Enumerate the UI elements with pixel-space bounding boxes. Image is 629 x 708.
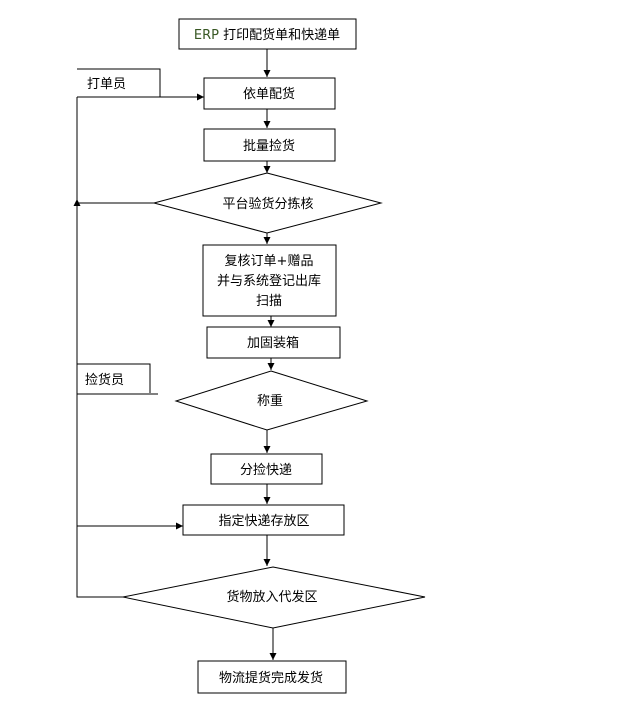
node-logistics-pickup: 物流提货完成发货 <box>197 660 347 694</box>
feedback-trunk <box>76 97 123 598</box>
node-pick-by-order-box <box>203 77 336 110</box>
node-pick-by-order-label: 依单配货 <box>243 86 295 102</box>
role-order-printer-label: 打单员 <box>87 77 126 92</box>
node-reinforce-pack-label: 加固装箱 <box>247 335 299 351</box>
node-erp-print: ERP 打印配货单和快递单 <box>178 18 357 50</box>
node-sort-express-box <box>210 453 323 485</box>
node-weigh-label: 称重 <box>257 393 283 409</box>
node-recheck-line3: 扫描 <box>256 294 282 309</box>
node-recheck-line1: 复核订单+赠品 <box>225 254 314 269</box>
node-designate-area-box <box>182 504 345 536</box>
node-pick-by-order: 依单配货 <box>203 77 336 110</box>
node-designate-area: 指定快递存放区 <box>182 504 345 536</box>
node-sort-express: 分捡快递 <box>210 453 323 485</box>
node-goods-to-dispatch: 货物放入代发区 <box>122 566 426 629</box>
node-platform-inspect-diamond <box>152 172 383 234</box>
node-reinforce-pack: 加固装箱 <box>206 326 341 359</box>
node-goods-to-dispatch-label: 货物放入代发区 <box>226 589 317 605</box>
node-recheck: 复核订单+赠品 并与系统登记出库 扫描 <box>202 244 337 317</box>
role-picker: 捡货员 <box>77 363 158 395</box>
node-platform-inspect-label: 平台验货分拣核 <box>222 196 313 212</box>
node-sort-express-label: 分捡快递 <box>240 462 292 478</box>
node-logistics-pickup-box <box>197 660 347 694</box>
node-weigh: 称重 <box>174 370 369 431</box>
node-designate-area-label: 指定快递存放区 <box>218 514 309 529</box>
node-erp-print-label: ERP 打印配货单和快递单 <box>194 27 340 43</box>
flow-arrows <box>263 49 277 660</box>
role-order-printer-frame <box>77 68 161 97</box>
node-logistics-pickup-label: 物流提货完成发货 <box>219 670 323 686</box>
node-goods-to-dispatch-diamond <box>122 566 426 629</box>
node-batch-pick-label: 批量捡货 <box>243 138 295 154</box>
node-batch-pick: 批量捡货 <box>203 128 336 162</box>
role-picker-label: 捡货员 <box>85 372 124 388</box>
node-recheck-line2: 并与系统登记出库 <box>217 273 321 289</box>
feedback-loop <box>73 93 204 598</box>
node-batch-pick-box <box>203 128 336 162</box>
node-reinforce-pack-box <box>206 326 341 359</box>
role-order-printer: 打单员 <box>77 68 161 97</box>
node-platform-inspect: 平台验货分拣核 <box>152 172 383 234</box>
node-erp-print-box <box>178 18 357 50</box>
node-recheck-box <box>202 244 337 317</box>
role-picker-frame <box>77 363 151 393</box>
node-weigh-diamond <box>174 370 369 431</box>
